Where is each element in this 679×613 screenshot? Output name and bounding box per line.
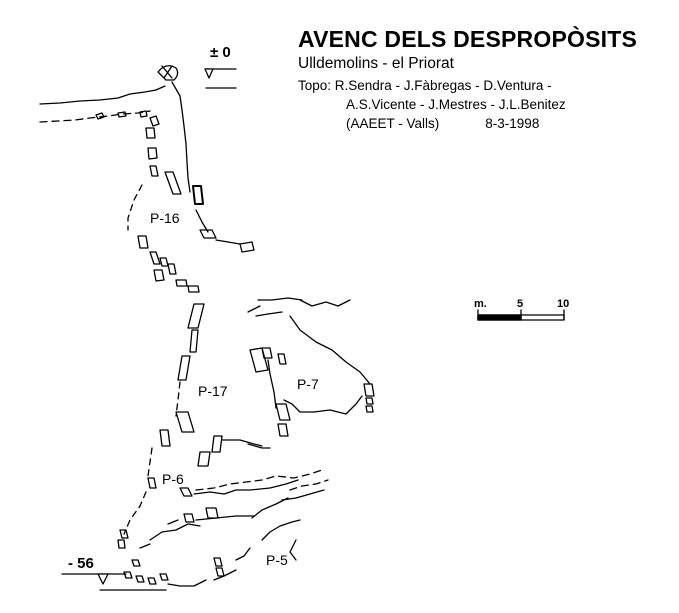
pitch-label-p5: P-5 <box>266 552 288 568</box>
pitch-label-p6: P-6 <box>162 471 184 487</box>
p17-shaft <box>117 303 205 549</box>
pitch-label-p17: P-17 <box>198 383 228 399</box>
survey-date: 8-3-1998 <box>485 116 540 131</box>
scale-max-label: 10 <box>557 298 570 310</box>
scale-bar <box>477 309 565 321</box>
depth-marker-top <box>204 68 237 89</box>
pitch-label-p7: P-7 <box>297 376 319 392</box>
scale-mid-label: 5 <box>517 298 524 310</box>
p6-zone <box>179 435 323 497</box>
entrance-symbol <box>157 65 179 81</box>
survey-credits: Topo: R.Sendra - J.Fàbregas - D.Ventura … <box>298 76 566 133</box>
depth-label-top: ± 0 <box>210 44 231 61</box>
shaft-left-wall <box>127 115 200 293</box>
credits-line-2: A.S.Vicente - J.Mestres - J.L.Benitez <box>346 97 566 112</box>
depth-label-bottom: - 56 <box>68 555 94 572</box>
scale-unit-label: m. <box>474 298 487 310</box>
survey-title: AVENC DELS DESPROPÒSITS <box>298 26 638 52</box>
depth-marker-bottom <box>61 573 167 591</box>
credits-line-1: Topo: R.Sendra - J.Fàbregas - D.Ventura … <box>298 78 552 93</box>
upper-gallery <box>39 85 166 123</box>
pitch-label-p16: P-16 <box>150 210 180 226</box>
shaft-right-wall <box>171 81 255 253</box>
credits-line-3: (AAEET - Valls) 8-3-1998 <box>298 114 566 133</box>
p7-shaft <box>247 297 375 437</box>
p5-zone <box>123 479 329 587</box>
credits-club: (AAEET - Valls) <box>346 116 440 131</box>
survey-location: Ulldemolins - el Priorat <box>298 55 454 72</box>
